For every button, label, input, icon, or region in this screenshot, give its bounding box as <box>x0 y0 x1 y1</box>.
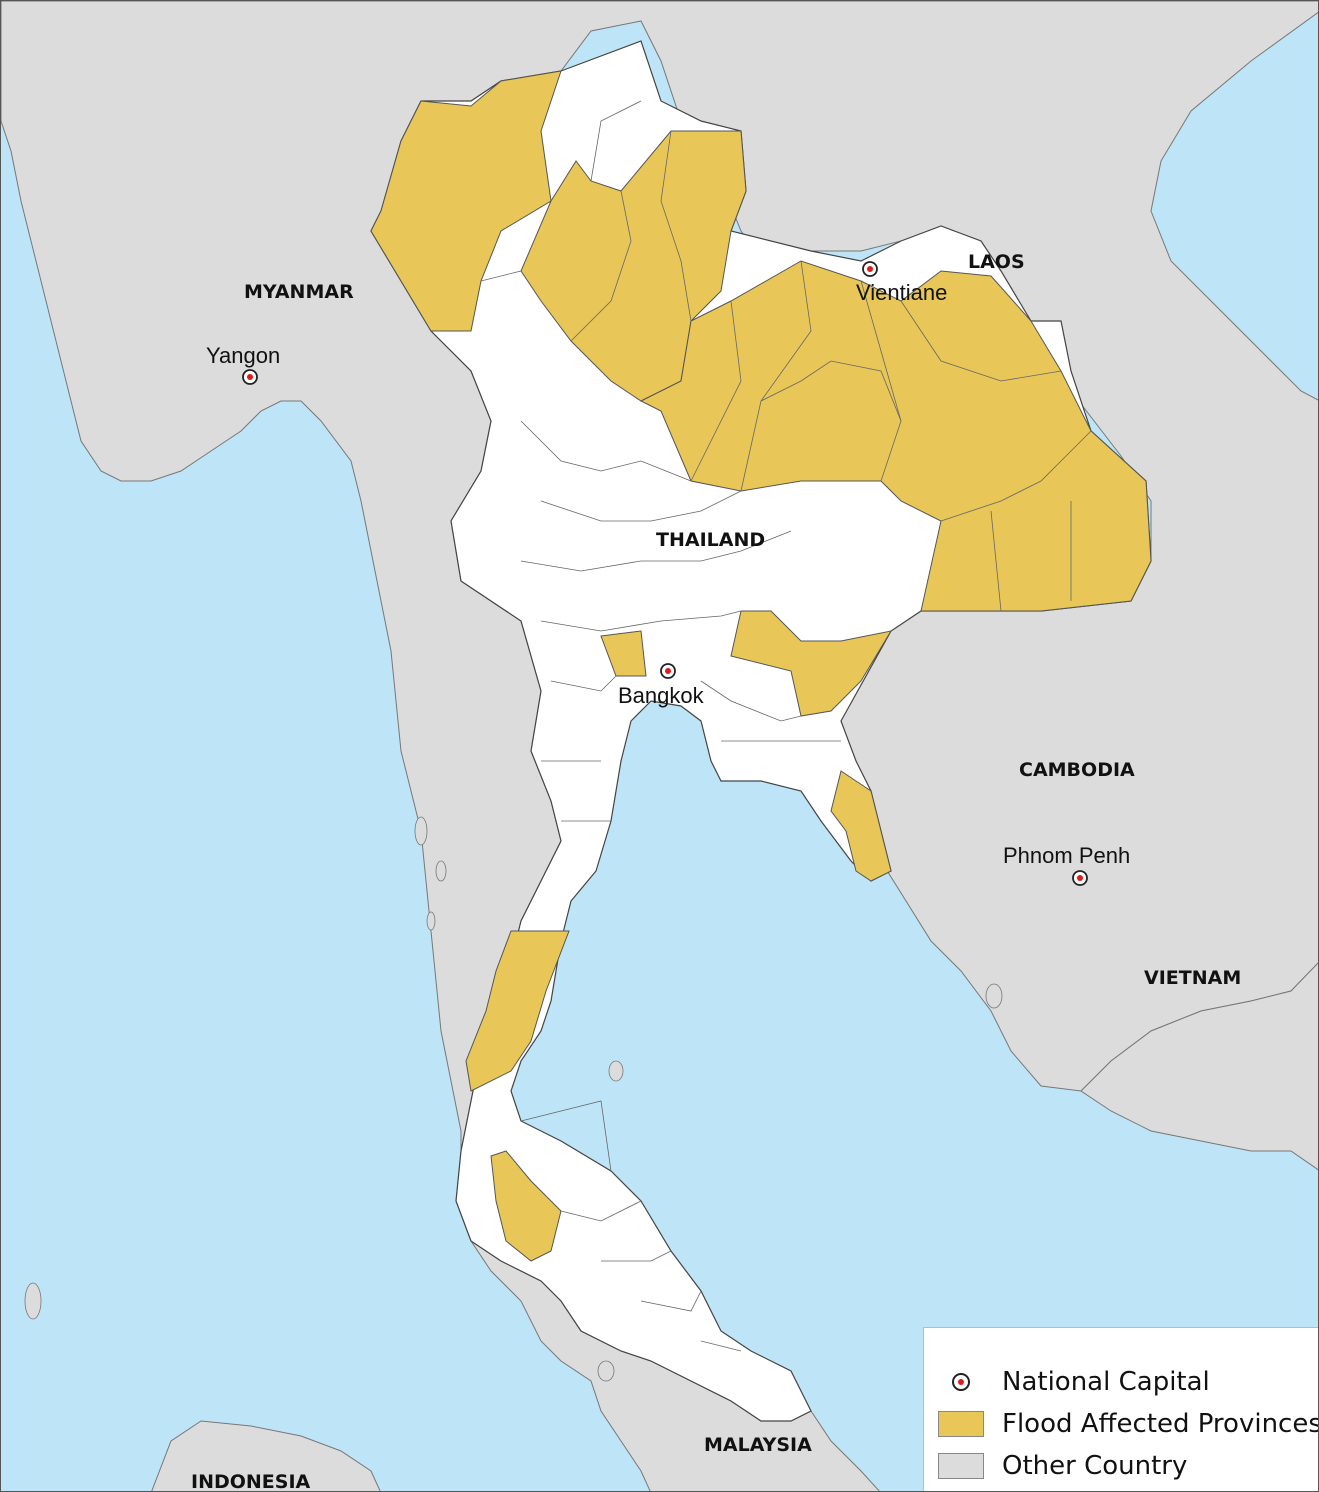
flood-province-trat[interactable] <box>830 770 892 882</box>
province-borders <box>480 100 1092 1352</box>
other-country-swatch <box>938 1453 984 1479</box>
country-label-cambodia: CAMBODIA <box>1019 759 1135 781</box>
city-label-phnom-penh: Phnom Penh <box>1003 843 1130 868</box>
country-label-myanmar: MYANMAR <box>244 281 354 303</box>
city-label-vientiane: Vientiane <box>856 280 947 305</box>
capital-phnom-penh[interactable]: Phnom Penh <box>1003 843 1130 886</box>
country-label-indonesia: INDONESIA <box>191 1471 311 1492</box>
legend-item-flood-affected: Flood Affected Provinces <box>938 1408 1319 1440</box>
capital-icon <box>938 1369 984 1395</box>
islands <box>24 816 1003 1382</box>
flood-province-south-upper[interactable] <box>465 930 570 1092</box>
capital-bangkok[interactable]: Bangkok <box>618 663 705 708</box>
legend-label: National Capital <box>1002 1367 1210 1397</box>
capital-vientiane[interactable]: Vientiane <box>856 261 947 305</box>
vietnam-coast <box>1080 962 1318 1171</box>
flood-province-west-central[interactable] <box>600 630 647 677</box>
capital-dot <box>1077 875 1083 881</box>
flood-swatch <box>938 1411 984 1437</box>
flood-province-north-central[interactable] <box>520 130 747 402</box>
legend-label: Flood Affected Provinces <box>1002 1409 1319 1439</box>
capital-dot <box>665 668 671 674</box>
sumatra <box>151 1420 381 1491</box>
country-label-thailand: THAILAND <box>656 529 765 551</box>
flood-province-south-lower[interactable] <box>490 1150 562 1262</box>
legend-item-national-capital: National Capital <box>938 1366 1210 1398</box>
country-label-vietnam: VIETNAM <box>1144 967 1241 989</box>
flood-province-east[interactable] <box>730 610 893 717</box>
capital-yangon[interactable]: Yangon <box>206 343 280 385</box>
capital-dot <box>247 374 253 380</box>
map-legend: National Capital Flood Affected Province… <box>923 1327 1319 1491</box>
legend-label: Other Country <box>1002 1451 1188 1481</box>
capital-dot <box>867 266 873 272</box>
city-label-bangkok: Bangkok <box>618 683 705 708</box>
city-label-yangon: Yangon <box>206 343 280 368</box>
country-label-malaysia: MALAYSIA <box>704 1434 812 1456</box>
legend-item-other-country: Other Country <box>938 1450 1187 1482</box>
country-label-laos: LAOS <box>968 251 1025 273</box>
